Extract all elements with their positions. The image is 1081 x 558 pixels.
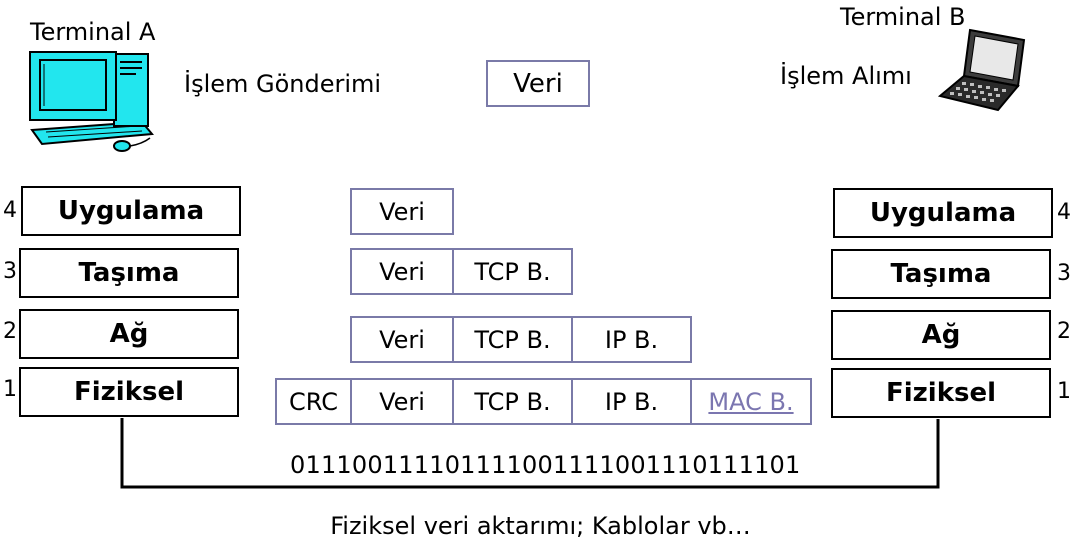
receive-process-label: İşlem Alımı <box>780 62 912 90</box>
layer-left-application: Uygulama <box>21 186 241 236</box>
terminal-b-title: Terminal B <box>840 3 966 31</box>
layer-number-left-4: 4 <box>3 198 17 223</box>
layer-number-right-1: 1 <box>1057 379 1071 404</box>
top-data-box: Veri <box>486 60 590 107</box>
packet-row2-data: Veri <box>350 316 454 363</box>
layer-right-network: Ağ <box>831 310 1051 360</box>
layer-left-network: Ağ <box>19 309 239 359</box>
packet-row4-data: Veri <box>350 188 454 235</box>
layer-number-right-3: 3 <box>1057 261 1071 286</box>
layer-number-right-2: 2 <box>1057 319 1071 344</box>
mac-header-link[interactable]: MAC B. <box>708 387 794 416</box>
layer-right-transport: Taşıma <box>831 249 1051 299</box>
packet-row1-data: Veri <box>350 378 454 425</box>
packet-row3-tcp-header: TCP B. <box>452 248 573 295</box>
caption-text: Fiziksel veri aktarımı; Kablolar vb… <box>330 512 751 540</box>
layer-number-right-4: 4 <box>1057 200 1071 225</box>
desktop-computer-icon <box>29 51 154 152</box>
bitstream-text: 011100111101111001111001110111101 <box>290 451 801 479</box>
layer-right-application: Uygulama <box>833 188 1053 238</box>
layer-number-left-2: 2 <box>3 319 17 344</box>
packet-row2-ip-header: IP B. <box>571 316 692 363</box>
packet-row1-tcp-header: TCP B. <box>452 378 573 425</box>
terminal-a-title: Terminal A <box>30 18 156 46</box>
packet-row1-mac-header: MAC B. <box>690 378 812 425</box>
layer-left-transport: Taşıma <box>19 248 239 298</box>
layer-right-physical: Fiziksel <box>831 368 1051 418</box>
layer-left-physical: Fiziksel <box>19 367 239 417</box>
send-process-label: İşlem Gönderimi <box>184 70 382 98</box>
laptop-icon <box>938 28 1026 112</box>
layer-number-left-3: 3 <box>3 259 17 284</box>
layer-number-left-1: 1 <box>3 377 17 402</box>
packet-row2-tcp-header: TCP B. <box>452 316 573 363</box>
